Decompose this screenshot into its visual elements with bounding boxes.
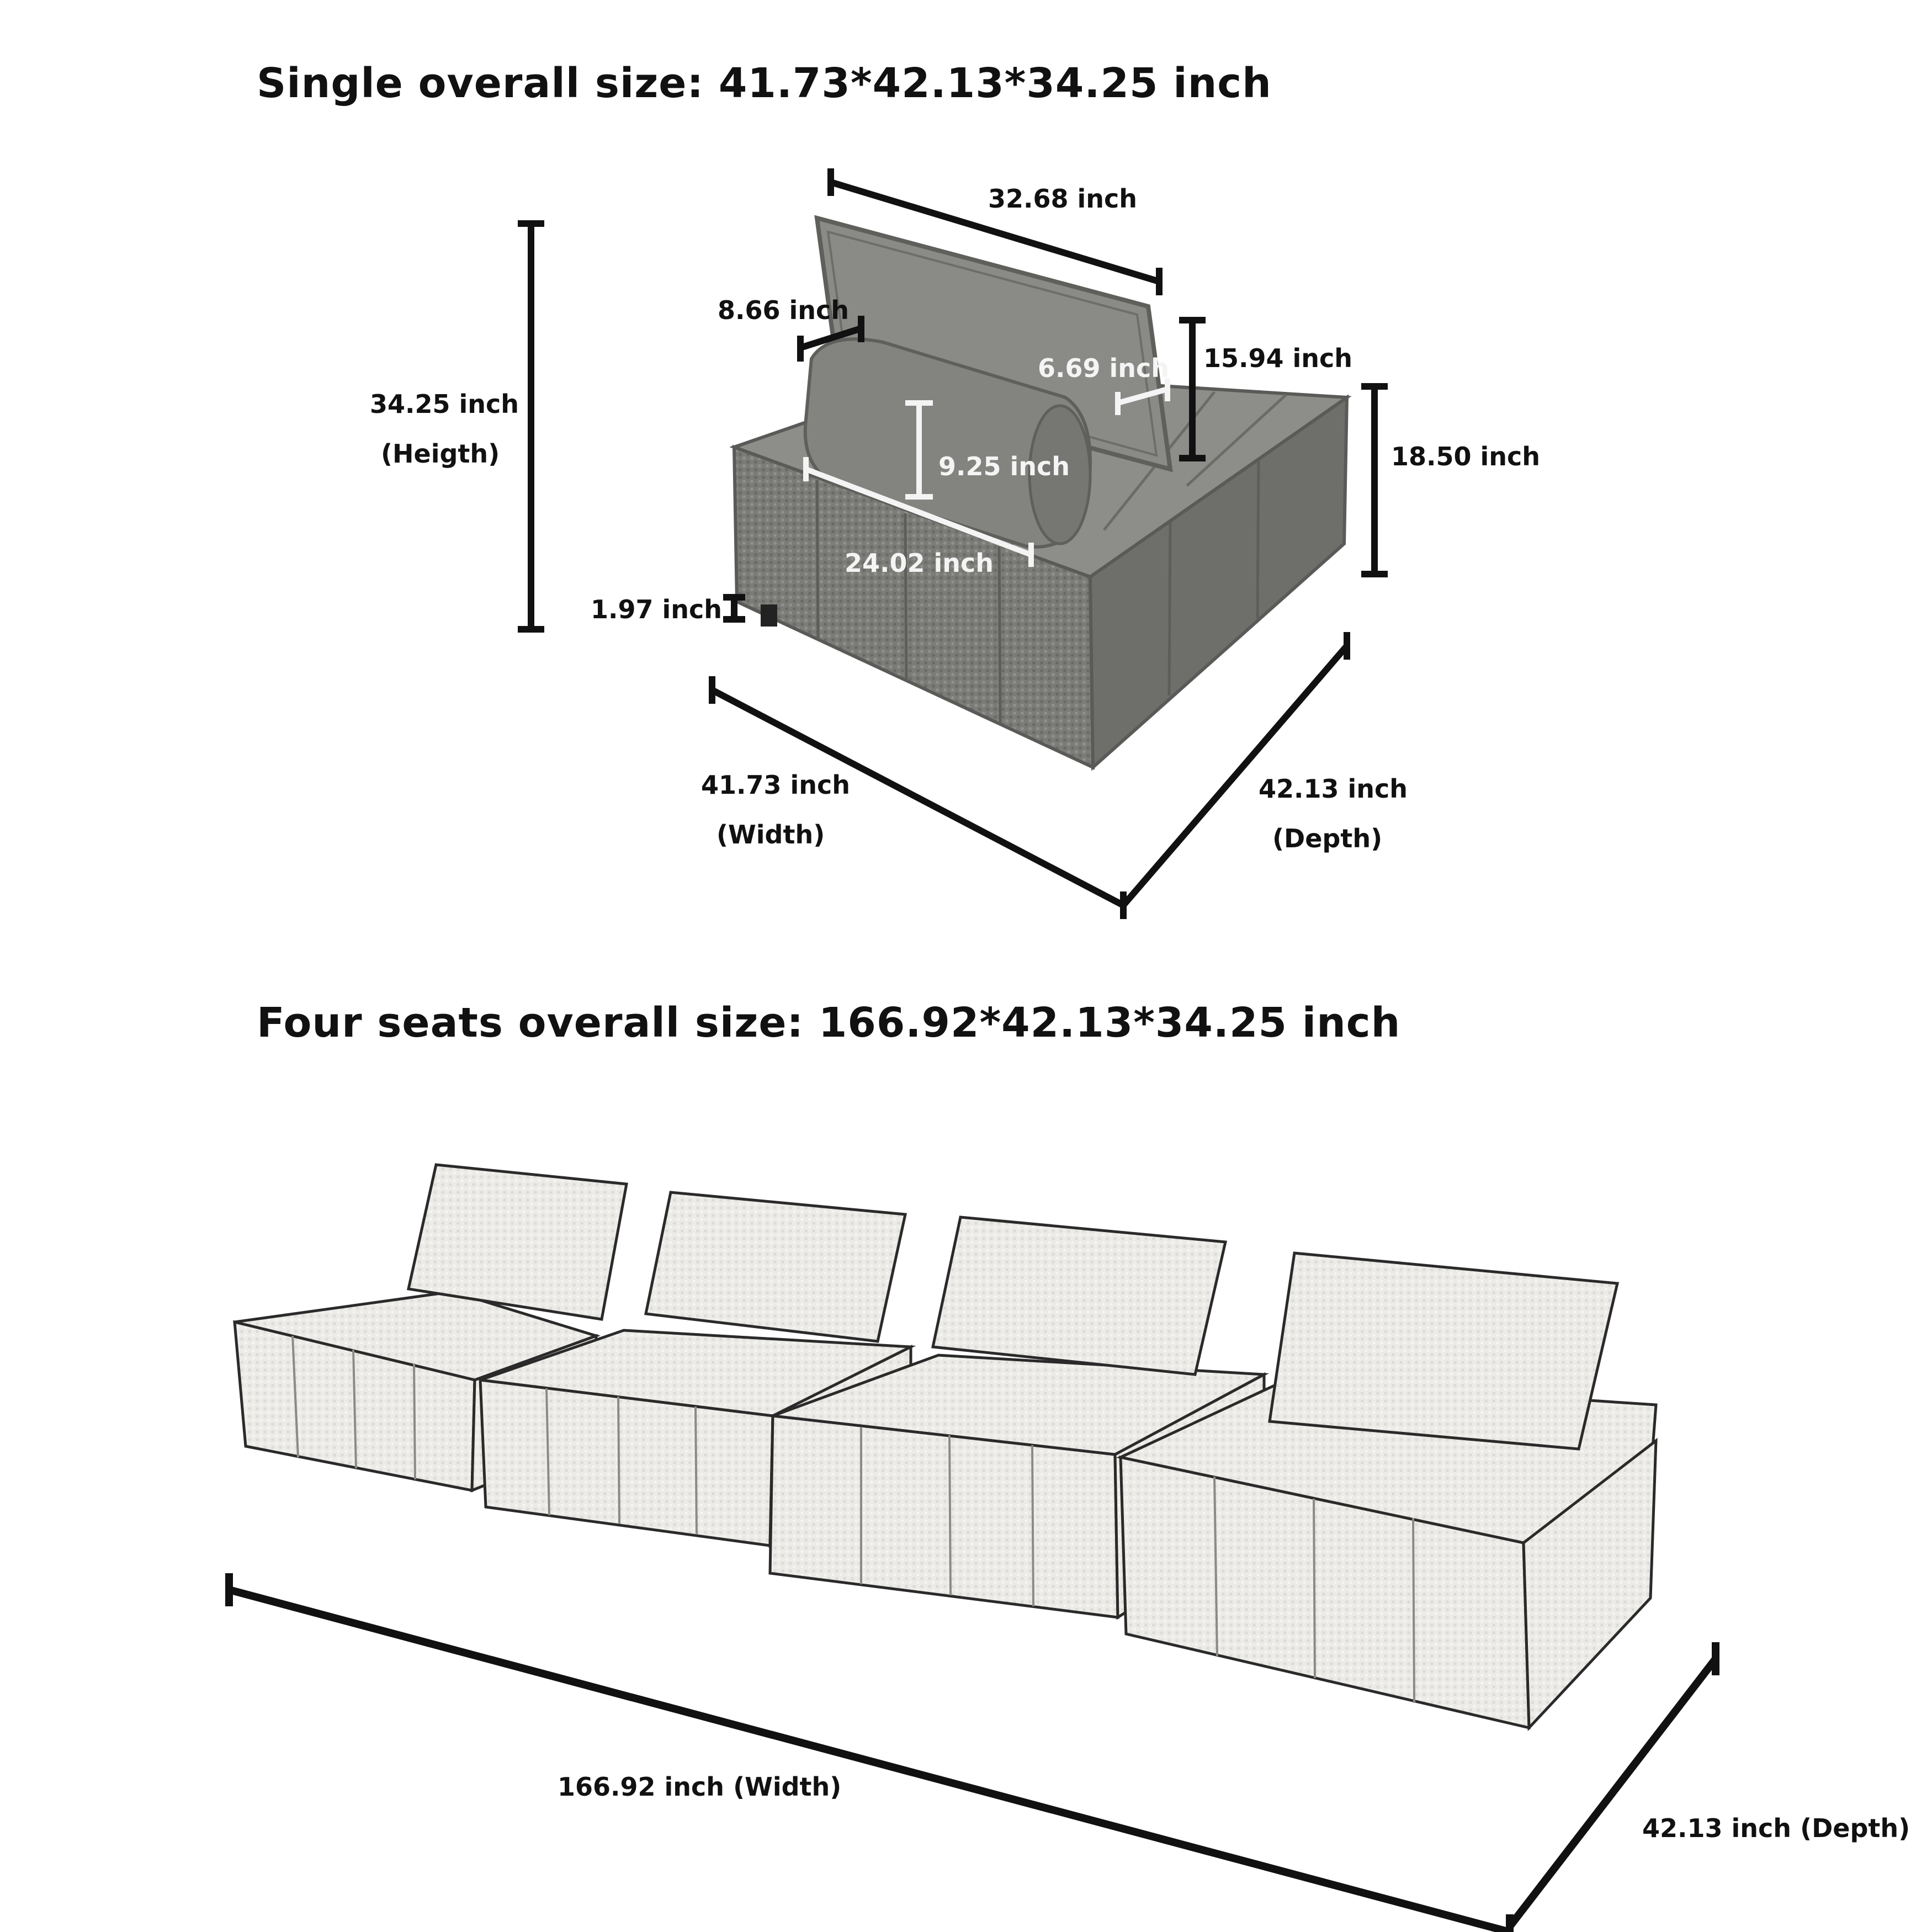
label-width-text: (Width) xyxy=(716,820,825,850)
four-seat-dimension-lines xyxy=(225,1573,1719,1932)
label-depth-value: 42.13 inch xyxy=(1259,774,1408,804)
label-bolster-length: 24.02 inch xyxy=(845,548,994,578)
single-size-title: Single overall size: 41.73*42.13*34.25 i… xyxy=(257,60,1272,107)
label-leg-height: 1.97 inch xyxy=(591,595,723,624)
label-four-seat-width: 166.92 inch (Width) xyxy=(558,1772,842,1802)
label-back-cushion-width: 32.68 inch xyxy=(988,184,1138,214)
four-seat-tufting xyxy=(291,1335,1415,1703)
single-dimension-lines xyxy=(518,168,1388,919)
label-height-value: 34.25 inch xyxy=(370,389,519,419)
label-height-text: (Heigth) xyxy=(381,439,500,469)
label-width-value: 41.73 inch xyxy=(701,770,851,800)
label-back-cushion-thickness: 6.69 inch xyxy=(1038,353,1170,383)
seat-3 xyxy=(768,1216,1269,1620)
four-seats-size-title: Four seats overall size: 166.92*42.13*34… xyxy=(257,999,1401,1047)
label-bolster-height: 9.25 inch xyxy=(938,452,1070,481)
label-depth-text: (Depth) xyxy=(1272,824,1383,853)
label-four-seat-depth: 42.13 inch (Depth) xyxy=(1642,1813,1910,1843)
single-back-cushion xyxy=(814,215,1173,473)
label-seat-height: 18.50 inch xyxy=(1391,442,1541,471)
label-bolster-depth: 8.66 inch xyxy=(718,295,850,325)
label-back-cushion-height: 15.94 inch xyxy=(1203,343,1353,373)
seat-4 xyxy=(1116,1251,1658,1732)
single-dimension-lines-white xyxy=(803,378,1170,567)
